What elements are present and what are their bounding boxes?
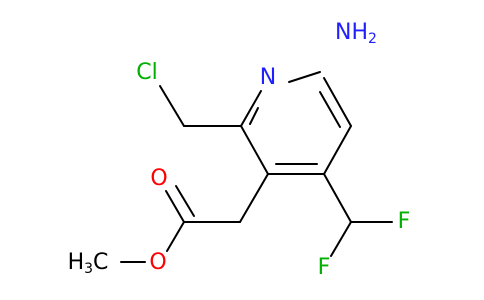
bond-c2-c3 xyxy=(240,125,269,175)
bond-cester-o-double-a xyxy=(165,190,185,223)
atom-nh2: NH2 xyxy=(335,20,377,47)
ch3-subscript: 3 xyxy=(84,261,93,277)
bond-c6-n xyxy=(288,71,321,83)
atom-n: N xyxy=(260,65,276,90)
bond-chf2-fbottom xyxy=(330,221,352,257)
nh2-label: NH xyxy=(335,20,368,45)
atom-ch3: H3C xyxy=(68,250,109,277)
atom-cl: Cl xyxy=(136,60,157,85)
bond-c5-c6 xyxy=(323,77,352,127)
atom-f-top: F xyxy=(398,209,411,234)
bond-c4-c5 xyxy=(323,125,352,175)
bond-cester-o-double-b xyxy=(175,185,195,217)
ch3-suffix: C xyxy=(93,250,108,275)
atom-f-bottom: F xyxy=(318,255,331,280)
bond-c3-ch2 xyxy=(239,173,269,223)
bond-n-c2 xyxy=(240,90,262,127)
atom-o-ester: O xyxy=(149,250,166,275)
ch3-label: H xyxy=(68,250,85,275)
bond-c5-c6-inner xyxy=(319,91,341,128)
bond-n-c2-inner xyxy=(249,107,259,125)
atom-o-carbonyl: O xyxy=(150,166,167,191)
bond-ch2-cl xyxy=(159,85,185,127)
nh2-subscript: 2 xyxy=(368,31,377,47)
bond-c4-chf2 xyxy=(323,173,352,223)
bond-cester-oester xyxy=(166,221,185,252)
